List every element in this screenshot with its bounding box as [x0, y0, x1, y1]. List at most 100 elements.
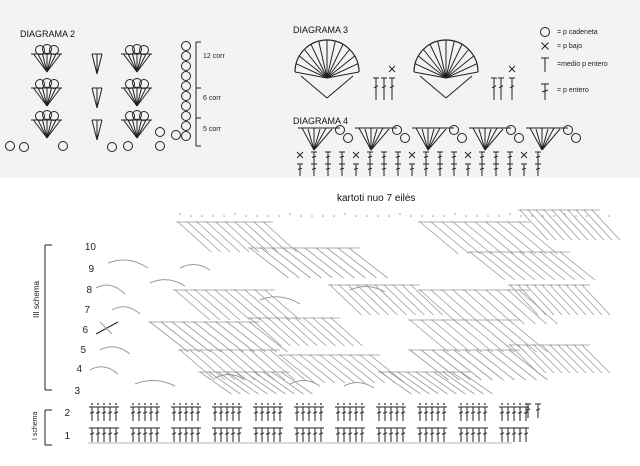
row-number-5: 5: [80, 345, 86, 356]
schema3-fan-group-18: [460, 371, 493, 395]
schema3-fan-group-15: [475, 349, 515, 381]
schema1-row1-stitch: [499, 432, 505, 435]
schema1-chain-dot: [419, 403, 421, 405]
schema3-fan-group-14: [299, 354, 336, 384]
schema3-fan-group-6: [184, 289, 221, 321]
schema1-chain-dot: [507, 403, 509, 405]
schema3-top-dot: [553, 215, 555, 217]
diagram2-shell-left-row3-stitch: [46, 119, 57, 139]
schema1-chain-dot: [431, 403, 433, 405]
schema3-fan-group-13: [199, 349, 236, 381]
schema3-fan-group-3: [567, 209, 597, 241]
schema3-fan-group-18: [406, 371, 439, 395]
schema3-fan-group-3: [535, 209, 565, 241]
schema1-row2-stitch: [101, 411, 107, 414]
diagram2-bottom-chain: [155, 127, 165, 137]
schema3-top-dot: [300, 215, 302, 217]
diagram2-shell-right-row1-stitch: [123, 53, 138, 73]
schema3-fan-group-13: [239, 349, 276, 381]
schema1-chain-dot: [378, 403, 380, 405]
row-number-7: 7: [84, 305, 90, 316]
schema3-fan-group-3: [527, 209, 557, 241]
diagram3-right-x: [508, 65, 516, 73]
schema3-fan-group-1: [263, 221, 298, 253]
schema3-fan-group-13: [189, 349, 226, 381]
schema1-row2-stitch: [183, 411, 189, 414]
schema3-fan-group-11: [312, 317, 345, 347]
schema1-row2-stitch: [458, 411, 464, 414]
schema1-chain-dot: [150, 403, 152, 405]
schema3-top-dot: [190, 215, 192, 217]
schema3-fan-group-8: [496, 289, 536, 325]
schema3-top-dot: [267, 215, 269, 217]
schema3-fan-group-18: [433, 371, 466, 395]
schema3-top-dot: [476, 215, 478, 217]
schema3-fan-group-3: [591, 209, 621, 241]
diagram2-chain-column: [181, 131, 191, 141]
diagram4-fan-stitch: [535, 128, 543, 151]
legend-text-chain: = p cadeneta: [557, 29, 598, 36]
schema3-chain-arc-1: [107, 259, 149, 269]
schema3-fan-group-18: [379, 371, 412, 395]
diagram3-fan-left-base: [300, 75, 328, 99]
schema3-chain-arc-3: [111, 306, 141, 315]
schema3-top-dot: [212, 215, 214, 217]
schema1-chain-dot: [460, 403, 462, 405]
diagram4-chain: [506, 125, 516, 135]
diagram3-fan-right-base: [445, 75, 473, 99]
schema1-row1-stitch: [294, 432, 300, 435]
diagram2-shell-left-row1-stitch: [46, 53, 61, 73]
schema1-row2-stitch: [224, 411, 230, 414]
schema1-row1-stitch: [136, 432, 142, 435]
diagram3-fan-left-spoke: [303, 49, 328, 79]
schema3-chain-arc-5: [89, 366, 119, 375]
diagram4-chain: [514, 133, 524, 143]
schema1-row2-stitch: [312, 411, 318, 414]
schema1-row2-stitch: [376, 411, 382, 414]
schema3-top-dot: [344, 213, 346, 215]
diagram4-bottom-stitch: [479, 167, 485, 170]
schema3-fan-group-7: [338, 284, 371, 316]
schema1-chain-dot: [320, 403, 322, 405]
diagram2-shell-right-row3-stitch: [132, 119, 138, 139]
schema3-fan-group-12: [420, 319, 460, 353]
schema3-top-dot: [355, 215, 357, 217]
diagram4-base-stitch: [479, 155, 485, 158]
schema3-fan-group-7: [329, 284, 362, 316]
diagram2-mid-stitch: [91, 53, 98, 75]
diagram3-fan-right-spoke: [445, 44, 463, 79]
diagram4-fan-stitch: [301, 127, 315, 151]
schema1-row2-stitch: [189, 411, 195, 414]
schema3-fan-group-9: [509, 284, 539, 316]
diagram3-fan-left-spoke: [298, 55, 328, 79]
diagram3-fan-left-spoke: [326, 44, 344, 79]
schema1-row2-stitch: [505, 411, 511, 414]
schema1-chain-dot: [437, 403, 439, 405]
schema1-chain-dot: [484, 403, 486, 405]
schema3-fan-group-9: [517, 284, 547, 316]
legend-single-crochet-icon: [541, 42, 549, 50]
diagram2-shell-right-row2-stitch: [136, 87, 142, 107]
diagram4-bottom-stitch: [297, 167, 303, 170]
schema3-fan-group-9: [541, 284, 571, 316]
bracket-label-12-corr: 12 corr: [203, 53, 225, 60]
schema3-fan-group-12: [409, 319, 449, 353]
schema3-fan-group-12: [508, 319, 548, 353]
schema3-chain-arc-12: [349, 286, 386, 293]
diagram2-chain-column: [181, 111, 191, 121]
diagram2-shell-left-row1-chain: [49, 45, 59, 55]
schema3-fan-group-2: [496, 221, 536, 255]
schema1-row2-stitch: [89, 411, 95, 414]
schema1-row2-stitch: [435, 411, 441, 414]
diagram4-fan-stitch: [472, 127, 486, 151]
diagram2-chain-column: [181, 41, 191, 51]
schema3-fan-group-11: [267, 317, 300, 347]
schema1-chain-dot: [179, 403, 181, 405]
schema3-fan-group-12: [453, 319, 493, 353]
diagram4-fan-stitch: [541, 127, 555, 151]
diagram4-fan-stitch: [421, 128, 429, 151]
schema3-top-dot: [465, 215, 467, 217]
diagram4-fan-stitch: [484, 127, 498, 151]
schema1-chain-dot: [390, 403, 392, 405]
diagram4-fan-stitch: [427, 128, 447, 151]
